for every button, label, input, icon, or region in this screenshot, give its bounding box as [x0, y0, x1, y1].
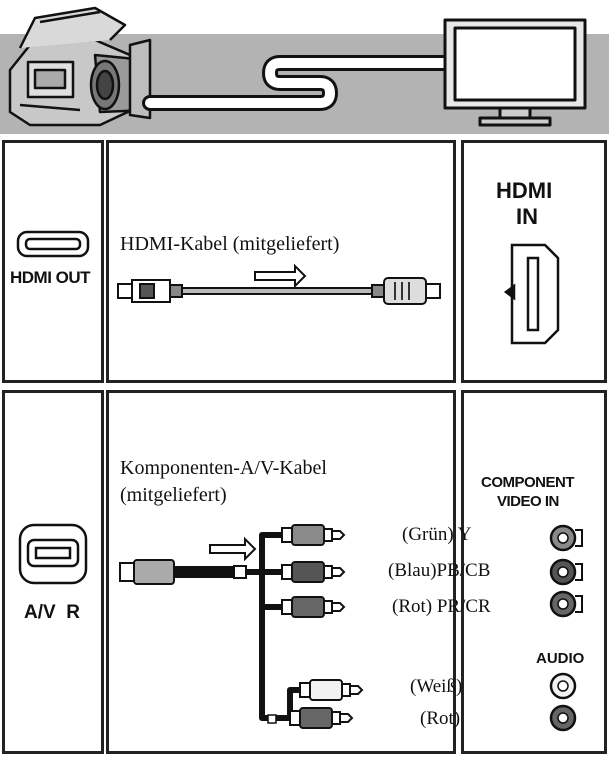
component-video-in-label-line1: COMPONENT	[481, 474, 575, 491]
rca-plug-pb-cb	[281, 561, 346, 583]
component-video-in-label-line2: VIDEO IN	[497, 493, 559, 510]
rca-plug-pr-cr	[281, 596, 346, 618]
av-r-label: A/V R	[24, 602, 80, 623]
tv-jack-pb-cb	[549, 558, 583, 586]
plug-label-white: (Weiß)	[410, 676, 463, 697]
plug-label-y: (Grün) Y	[402, 524, 472, 545]
tv-jack-pr-cr	[549, 590, 583, 618]
hdmi-camera-panel	[2, 140, 104, 383]
component-cable-label-line2: (mitgeliefert)	[120, 484, 227, 506]
tv-jack-y	[549, 524, 583, 552]
plug-label-red: (Rot)	[420, 708, 461, 729]
hdmi-out-label: HDMI OUT	[10, 268, 91, 287]
hdmi-in-label-line2: IN	[516, 204, 538, 229]
rca-plug-y	[281, 524, 346, 546]
hdmi-cable-panel	[106, 140, 456, 383]
plug-label-pr-cr: (Rot) PR/CR	[392, 596, 491, 617]
tv-jack-white	[549, 672, 577, 700]
plug-label-pb-cb: (Blau)PB/CB	[388, 560, 491, 581]
component-cable-label-line1: Komponenten-A/V-Kabel	[120, 457, 327, 479]
rca-plug-red	[289, 707, 354, 729]
hdmi-cable-label: HDMI-Kabel (mitgeliefert)	[120, 233, 340, 255]
hdmi-in-label-line1: HDMI	[496, 178, 553, 203]
audio-label: AUDIO	[536, 650, 585, 667]
tv-jack-red	[549, 704, 577, 732]
rca-plug-white	[299, 679, 364, 701]
